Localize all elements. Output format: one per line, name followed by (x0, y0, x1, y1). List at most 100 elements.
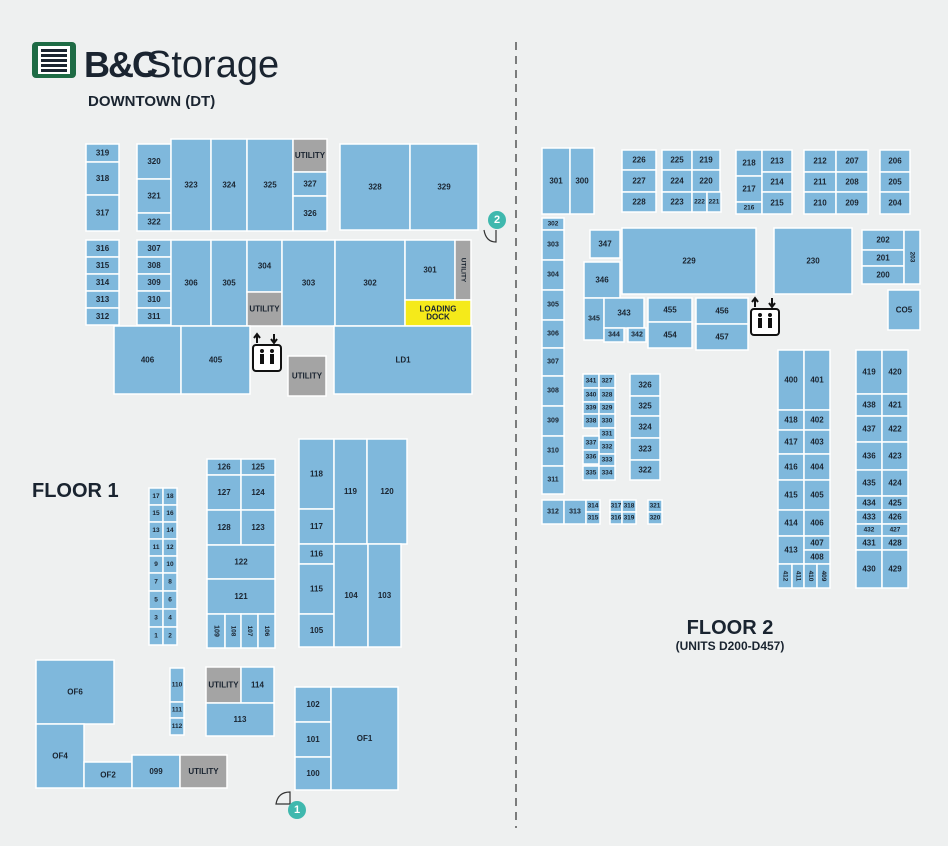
unit-box[interactable] (881, 549, 909, 589)
unit-12[interactable]: 12 (162, 538, 178, 557)
unit-315[interactable]: 315 (585, 511, 601, 525)
unit-box[interactable] (773, 227, 853, 295)
unit-box[interactable] (148, 504, 164, 523)
unit-box[interactable] (148, 572, 164, 592)
unit-box[interactable] (541, 499, 565, 525)
unit-box[interactable] (148, 608, 164, 628)
unit-box[interactable] (777, 479, 805, 511)
unit-box[interactable] (179, 754, 228, 789)
unit-box[interactable] (294, 686, 332, 723)
unit-114[interactable]: 114 (240, 666, 275, 704)
unit-box[interactable] (366, 438, 408, 545)
unit-3[interactable]: 3 (148, 608, 164, 628)
unit-box[interactable] (148, 538, 164, 557)
unit-410[interactable]: 410 (803, 563, 818, 589)
unit-box[interactable] (541, 217, 565, 231)
unit-327[interactable]: 327 (292, 171, 328, 197)
unit-124[interactable]: 124 (240, 474, 276, 511)
unit-box[interactable] (148, 521, 164, 540)
unit-box[interactable] (627, 327, 647, 343)
unit-211[interactable]: 211 (803, 171, 837, 193)
unit-box[interactable] (881, 535, 909, 551)
unit-099[interactable]: 099 (131, 754, 181, 789)
unit-341[interactable]: 341 (582, 373, 600, 389)
unit-box[interactable] (148, 626, 164, 646)
unit-box[interactable] (136, 143, 172, 180)
unit-107[interactable]: 107 (240, 613, 259, 649)
unit-15[interactable]: 15 (148, 504, 164, 523)
unit-box[interactable] (240, 509, 276, 546)
unit-box[interactable] (735, 201, 763, 215)
unit-box[interactable] (879, 171, 911, 193)
unit-122[interactable]: 122 (206, 544, 276, 580)
unit-421[interactable]: 421 (881, 393, 909, 417)
unit-box[interactable] (281, 239, 336, 327)
unit-box[interactable] (879, 149, 911, 173)
unit-box[interactable] (339, 143, 411, 231)
unit-box[interactable] (240, 474, 276, 511)
unit-342[interactable]: 342 (627, 327, 647, 343)
unit-box[interactable] (777, 349, 805, 411)
unit-box[interactable] (691, 191, 708, 213)
unit-401[interactable]: 401 (803, 349, 831, 411)
unit-312[interactable]: 312 (85, 307, 120, 326)
unit-14[interactable]: 14 (162, 521, 178, 540)
unit-310[interactable]: 310 (541, 435, 565, 467)
unit-box[interactable] (541, 147, 571, 215)
unit-100[interactable]: 100 (294, 756, 332, 791)
unit-404[interactable]: 404 (803, 453, 831, 481)
unit-1[interactable]: 1 (148, 626, 164, 646)
unit-307[interactable]: 307 (541, 347, 565, 377)
unit-437[interactable]: 437 (855, 415, 883, 443)
unit-box[interactable] (609, 499, 623, 513)
unit-box[interactable] (881, 495, 909, 511)
unit-227[interactable]: 227 (621, 169, 657, 193)
unit-330[interactable]: 330 (598, 413, 616, 429)
unit-box[interactable] (621, 149, 657, 171)
unit-box[interactable] (246, 239, 283, 293)
unit-344[interactable]: 344 (603, 327, 625, 343)
unit-box[interactable] (803, 509, 831, 537)
unit-429[interactable]: 429 (881, 549, 909, 589)
unit-box[interactable] (835, 191, 869, 215)
unit-box[interactable] (541, 319, 565, 349)
unit-utility[interactable]: UTILITY (292, 138, 328, 173)
unit-box[interactable] (148, 590, 164, 610)
unit-box[interactable] (169, 701, 185, 719)
unit-box[interactable] (180, 325, 251, 395)
unit-box[interactable] (761, 171, 793, 193)
unit-304[interactable]: 304 (541, 259, 565, 291)
unit-box[interactable] (861, 229, 905, 251)
unit-box[interactable] (861, 249, 905, 267)
unit-box[interactable] (541, 435, 565, 467)
unit-109[interactable]: 109 (206, 613, 226, 649)
unit-box[interactable] (162, 487, 178, 506)
unit-313[interactable]: 313 (85, 290, 120, 309)
unit-box[interactable] (621, 499, 637, 513)
unit-box[interactable] (224, 613, 242, 649)
unit-box[interactable] (367, 543, 402, 648)
unit-345[interactable]: 345 (583, 297, 605, 341)
unit-box[interactable] (881, 415, 909, 443)
unit-box[interactable] (298, 438, 335, 510)
unit-205[interactable]: 205 (879, 171, 911, 193)
unit-box[interactable] (85, 307, 120, 326)
unit-455[interactable]: 455 (647, 297, 693, 323)
unit-208[interactable]: 208 (835, 171, 869, 193)
unit-301[interactable]: 301 (404, 239, 456, 301)
unit-101[interactable]: 101 (294, 721, 332, 758)
unit-box[interactable] (691, 149, 721, 171)
unit-box[interactable] (541, 375, 565, 407)
unit-105[interactable]: 105 (298, 613, 335, 648)
unit-432[interactable]: 432 (855, 523, 883, 537)
unit-box[interactable] (563, 499, 587, 525)
unit-box[interactable] (85, 290, 120, 309)
unit-box[interactable] (85, 161, 120, 196)
unit-box[interactable] (583, 261, 621, 299)
unit-box[interactable] (136, 239, 172, 258)
unit-427[interactable]: 427 (881, 523, 909, 537)
unit-433[interactable]: 433 (855, 509, 883, 525)
unit-228[interactable]: 228 (621, 191, 657, 213)
unit-box[interactable] (621, 511, 637, 525)
unit-box[interactable] (585, 499, 601, 513)
